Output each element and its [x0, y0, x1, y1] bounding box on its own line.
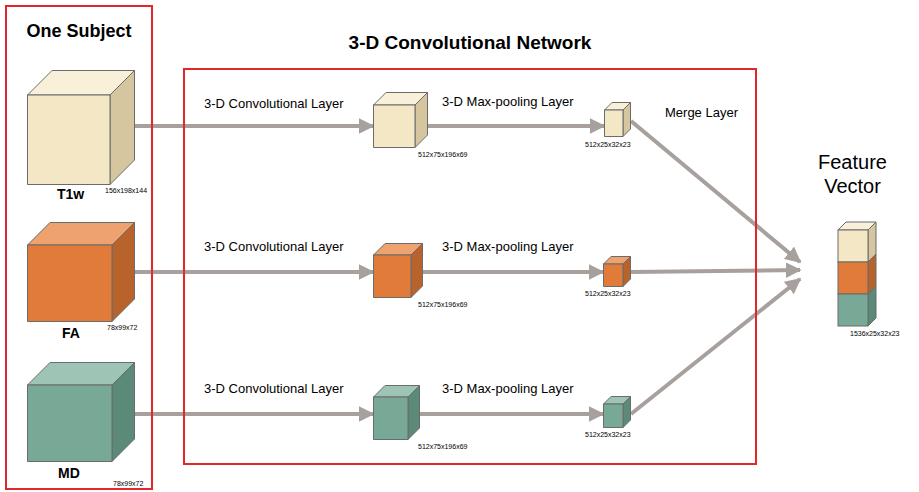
volume-cube	[604, 102, 631, 137]
cube-side-face	[110, 71, 135, 185]
layer-label: 3-D Convolutional Layer	[202, 239, 345, 255]
volume-cube	[373, 385, 420, 440]
cube-front-face	[605, 110, 624, 137]
layer-label: 3-D Max-pooling Layer	[440, 94, 576, 110]
cube-front-face	[374, 397, 409, 440]
cube-front-face	[374, 255, 412, 298]
modality-name: T1w	[57, 186, 84, 202]
volume-cube	[27, 222, 135, 322]
network-group-box: 3-D Convolutional Network512x75x196x6951…	[183, 68, 757, 465]
modality-name: FA	[62, 325, 80, 341]
cube-side-face	[623, 103, 631, 137]
vector-side-face	[868, 286, 876, 326]
flow-arrow	[631, 270, 800, 272]
cube-front-face	[604, 404, 624, 428]
tensor-dimensions: 512x25x32x23	[585, 431, 631, 439]
flow-arrow	[135, 412, 373, 416]
cube-side-face	[411, 244, 423, 298]
vector-title: Feature Vector	[800, 150, 905, 198]
vector-segment	[838, 262, 868, 294]
cube-front-face	[604, 264, 624, 287]
layer-label: Merge Layer	[663, 105, 740, 121]
volume-cube	[373, 243, 423, 298]
pooled-feature-map: 512x25x32x23	[603, 396, 631, 428]
cube-front-face	[28, 245, 113, 322]
cube-side-face	[415, 93, 428, 148]
modality-name: MD	[58, 465, 80, 481]
cube-side-face	[623, 257, 631, 287]
group-title: One Subject	[7, 21, 151, 42]
volume-dimensions: 156x198x144	[105, 187, 147, 195]
cube-front-face	[374, 105, 416, 148]
vector-dimensions: 1536x25x32x23	[850, 330, 899, 338]
volume-cube	[603, 396, 631, 428]
vector-segment	[838, 294, 868, 326]
volume-cube	[603, 256, 631, 287]
conv-feature-map: 512x75x196x69	[373, 92, 428, 148]
cube-side-face	[623, 397, 631, 428]
volume-cube	[27, 70, 135, 185]
flow-arrow	[420, 412, 603, 416]
conv-feature-map: 512x75x196x69	[373, 243, 423, 298]
cube-front-face	[28, 385, 113, 462]
layer-label: 3-D Max-pooling Layer	[440, 239, 576, 255]
flow-arrow	[428, 124, 604, 128]
volume-cube	[27, 362, 135, 462]
group-title: 3-D Convolutional Network	[185, 32, 755, 54]
cube-side-face	[408, 386, 420, 440]
cube-side-face	[112, 363, 135, 462]
pooled-feature-map: 512x25x32x23	[604, 102, 631, 137]
md-volume: MD78x99x72	[27, 362, 135, 462]
tensor-dimensions: 512x75x196x69	[418, 151, 467, 159]
fa-volume: FA78x99x72	[27, 222, 135, 322]
tensor-dimensions: 512x25x32x23	[585, 290, 631, 298]
volume-dimensions: 78x99x72	[107, 324, 137, 332]
flow-arrow	[135, 124, 373, 128]
flow-arrow	[423, 270, 603, 274]
feature-vector: Feature Vector 1536x25x32x23	[800, 150, 905, 340]
layer-label: 3-D Convolutional Layer	[202, 96, 345, 112]
layer-label: 3-D Convolutional Layer	[202, 381, 345, 397]
vector-segment	[838, 230, 868, 262]
t1w-volume: T1w156x198x144	[27, 70, 135, 185]
conv-feature-map: 512x75x196x69	[373, 385, 420, 440]
cube-side-face	[112, 223, 135, 322]
flow-arrow	[631, 121, 800, 262]
tensor-dimensions: 512x75x196x69	[418, 443, 467, 451]
volume-dimensions: 78x99x72	[113, 480, 143, 488]
layer-label: 3-D Max-pooling Layer	[440, 381, 576, 397]
tensor-dimensions: 512x25x32x23	[585, 141, 631, 149]
tensor-dimensions: 512x75x196x69	[418, 301, 467, 309]
input-group-box: One SubjectT1w156x198x144FA78x99x72MD78x…	[5, 5, 153, 490]
flow-arrow	[631, 279, 800, 414]
flow-arrow	[135, 270, 373, 274]
pooled-feature-map: 512x25x32x23	[603, 256, 631, 287]
volume-cube	[373, 92, 428, 148]
cube-front-face	[28, 95, 111, 185]
